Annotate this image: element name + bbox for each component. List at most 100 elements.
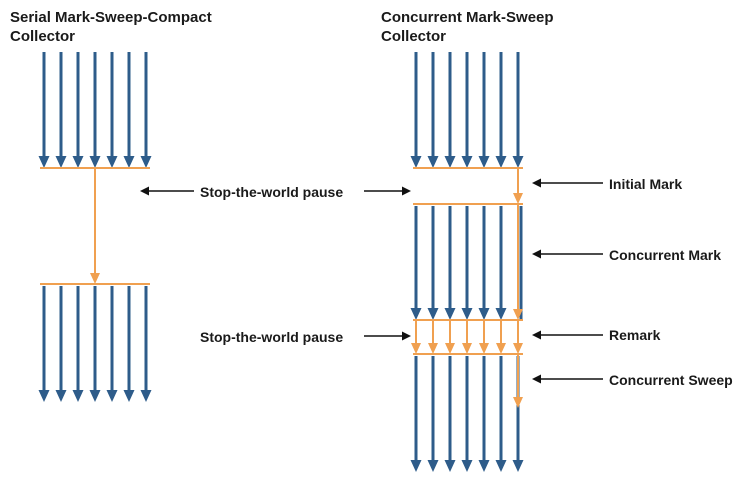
serial-app-thread-lower-3 (72, 286, 84, 402)
concurrent-app-thread-phase1-4-head (461, 156, 473, 168)
concurrent-app-thread-phase4-5 (478, 356, 490, 472)
concurrent-collector-title: Concurrent Mark-Sweep Collector (381, 8, 554, 46)
serial-gc-thread-head (90, 273, 100, 284)
concurrent-app-thread-phase4-2 (427, 356, 439, 472)
concurrent-mark-gc-thread (513, 204, 523, 320)
serial-app-thread-upper-7 (140, 52, 152, 168)
concurrent-title-line2: Collector (381, 28, 447, 45)
concurrent-mark-label: Concurrent Mark (609, 247, 722, 263)
concurrent-app-thread-phase4-4-head (461, 460, 473, 472)
serial-app-thread-lower-5-head (106, 390, 118, 402)
concurrent-sweep-pointer-head (532, 374, 541, 384)
serial-gc-thread (90, 168, 100, 284)
concurrent-app-thread-phase1-2-head (427, 156, 439, 168)
serial-app-thread-upper-2-head (55, 156, 67, 168)
serial-title-line1: Serial Mark-Sweep-Compact (10, 9, 212, 26)
concurrent-app-thread-phase1-7-head (512, 156, 524, 168)
serial-app-thread-upper-3-head (72, 156, 84, 168)
serial-app-thread-upper-4 (89, 52, 101, 168)
concurrent-mark-gc-thread-head (513, 309, 523, 320)
concurrent-app-thread-phase4-6-head (495, 460, 507, 472)
concurrent-app-thread-phase1-3 (444, 52, 456, 168)
serial-app-thread-lower-7-head (140, 390, 152, 402)
serial-app-thread-upper-2 (55, 52, 67, 168)
concurrent-app-thread-phase4-1 (410, 356, 422, 472)
remark-gc-thread-7-head (513, 343, 523, 354)
concurrent-app-thread-phase1-2 (427, 52, 439, 168)
concurrent-app-thread-phase2-5-head (478, 308, 490, 320)
remark-pointer-head (532, 330, 541, 340)
remark-gc-thread-5-head (479, 343, 489, 354)
remark-gc-thread-6 (496, 320, 506, 354)
remark-gc-thread-7 (513, 320, 523, 354)
concurrent-sweep-label: Concurrent Sweep (609, 372, 733, 388)
serial-app-thread-upper-5-head (106, 156, 118, 168)
serial-app-thread-lower-1 (38, 286, 50, 402)
concurrent-sweep-gc-thread-head (513, 397, 523, 408)
remark-label: Remark (609, 327, 661, 343)
serial-app-thread-lower-3-head (72, 390, 84, 402)
serial-app-thread-lower-4 (89, 286, 101, 402)
serial-app-thread-upper-5 (106, 52, 118, 168)
serial-app-thread-lower-6-head (123, 390, 135, 402)
concurrent-app-thread-phase2-4 (461, 206, 473, 320)
stop-the-world-pause-label-upper: Stop-the-world pause (200, 184, 344, 200)
concurrent-app-thread-phase2-1-head (410, 308, 422, 320)
concurrent-mark-pointer (532, 249, 603, 259)
remark-gc-thread-3-head (445, 343, 455, 354)
remark-gc-thread-2 (428, 320, 438, 354)
serial-app-thread-lower-2-head (55, 390, 67, 402)
concurrent-app-thread-phase4-6 (495, 356, 507, 472)
initial-mark-label: Initial Mark (609, 176, 683, 192)
serial-app-thread-lower-4-head (89, 390, 101, 402)
initial-mark-gc-thread-head (513, 193, 523, 204)
serial-app-thread-lower-7 (140, 286, 152, 402)
serial-app-thread-lower-1-head (38, 390, 50, 402)
stw-pause-upper-pointer-right (364, 186, 411, 196)
concurrent-app-thread-phase1-5 (478, 52, 490, 168)
concurrent-app-thread-phase1-5-head (478, 156, 490, 168)
serial-app-thread-lower-2 (55, 286, 67, 402)
concurrent-title-line1: Concurrent Mark-Sweep (381, 9, 554, 26)
serial-app-thread-upper-3 (72, 52, 84, 168)
concurrent-app-thread-phase4-3-head (444, 460, 456, 472)
concurrent-app-thread-phase1-6 (495, 52, 507, 168)
serial-collector-title: Serial Mark-Sweep-Compact Collector (10, 8, 212, 46)
serial-app-thread-lower-6 (123, 286, 135, 402)
application-threads (38, 52, 524, 472)
remark-gc-thread-1-head (411, 343, 421, 354)
concurrent-app-thread-phase4-4 (461, 356, 473, 472)
concurrent-app-thread-phase4-5-head (478, 460, 490, 472)
remark-gc-thread-5 (479, 320, 489, 354)
stw-pause-upper-pointer-left (140, 186, 194, 196)
concurrent-sweep-pointer (532, 374, 603, 384)
concurrent-app-thread-phase4-2-head (427, 460, 439, 472)
initial-mark-gc-thread (513, 168, 523, 204)
serial-app-thread-upper-1-head (38, 156, 50, 168)
label-pointer-arrows (140, 178, 603, 384)
remark-gc-thread-6-head (496, 343, 506, 354)
initial-mark-pointer-head (532, 178, 541, 188)
stw-pause-lower-pointer-head (402, 331, 411, 341)
concurrent-app-thread-phase4-3 (444, 356, 456, 472)
remark-gc-thread-3 (445, 320, 455, 354)
serial-app-thread-upper-7-head (140, 156, 152, 168)
remark-pointer (532, 330, 603, 340)
concurrent-sweep-gc-thread (513, 354, 523, 408)
serial-app-thread-upper-4-head (89, 156, 101, 168)
concurrent-mark-pointer-head (532, 249, 541, 259)
concurrent-app-thread-phase2-5 (478, 206, 490, 320)
stw-pause-upper-pointer-left-head (140, 186, 149, 196)
concurrent-app-thread-phase2-4-head (461, 308, 473, 320)
concurrent-app-thread-phase1-4 (461, 52, 473, 168)
concurrent-app-thread-phase2-2 (427, 206, 439, 320)
serial-app-thread-upper-6 (123, 52, 135, 168)
serial-title-line2: Collector (10, 28, 76, 45)
stw-pause-lower-pointer (364, 331, 411, 341)
remark-gc-thread-4 (462, 320, 472, 354)
concurrent-app-thread-phase2-6-head (495, 308, 507, 320)
remark-gc-thread-1 (411, 320, 421, 354)
initial-mark-pointer (532, 178, 603, 188)
